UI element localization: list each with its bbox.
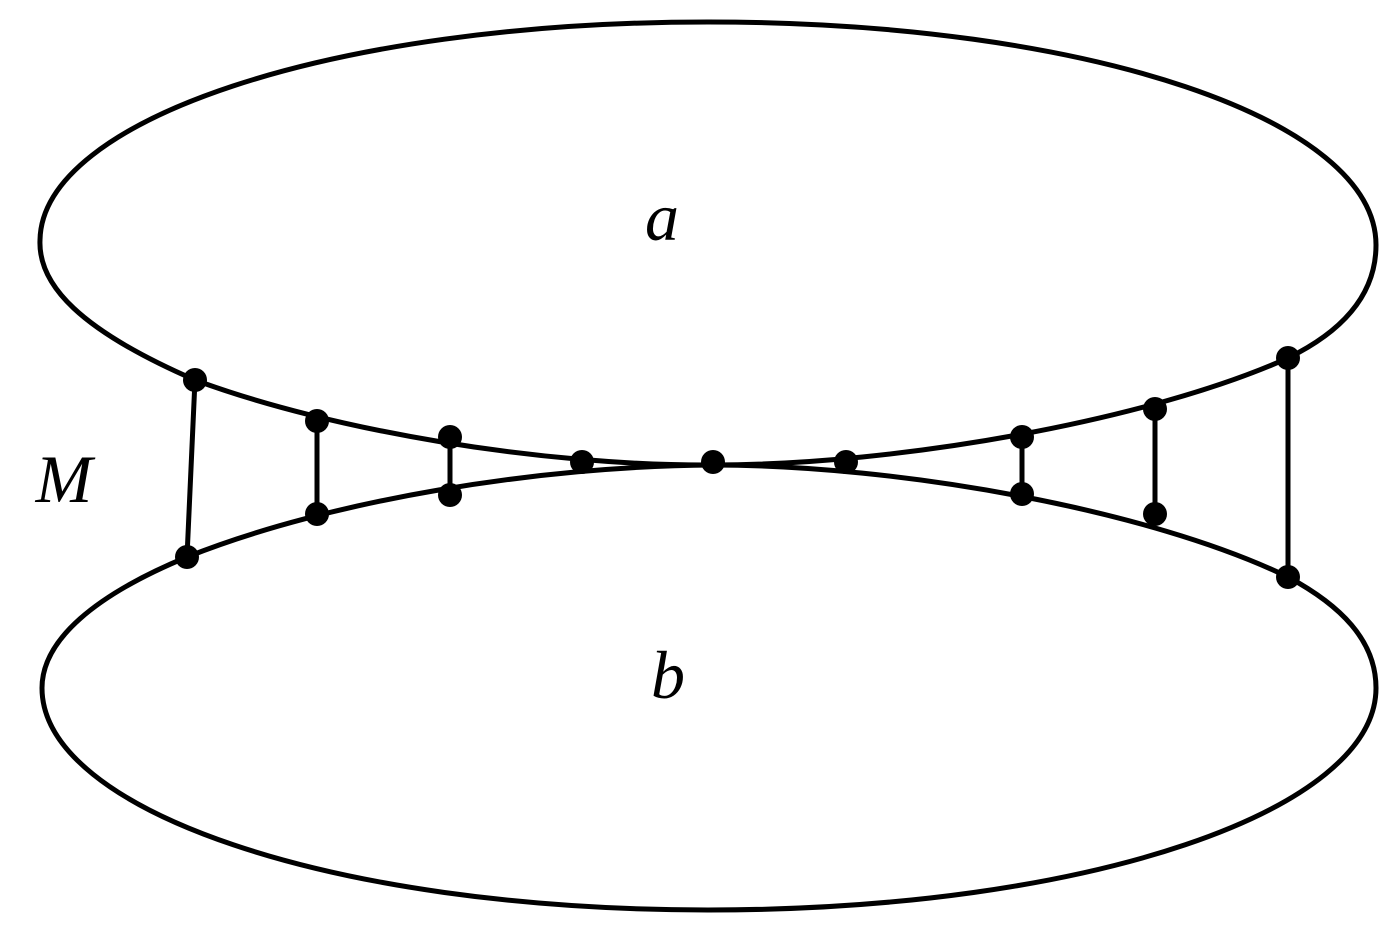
lower-vertex xyxy=(305,502,329,526)
upper-vertex xyxy=(1010,425,1034,449)
upper-curve-a xyxy=(37,19,1379,468)
lower-vertex xyxy=(1143,502,1167,526)
lower-vertex xyxy=(1276,565,1300,589)
shared-vertex xyxy=(701,450,725,474)
upper-vertex xyxy=(1276,346,1300,370)
upper-vertex xyxy=(183,368,207,392)
lower-vertices xyxy=(175,482,1300,589)
label-a: a xyxy=(645,179,679,255)
upper-vertex xyxy=(438,425,462,449)
upper-vertices xyxy=(183,346,1300,449)
shared-vertex xyxy=(834,450,858,474)
lower-vertex xyxy=(1010,482,1034,506)
upper-vertex xyxy=(1143,397,1167,421)
label-b: b xyxy=(651,637,685,713)
shared-vertices xyxy=(570,450,858,474)
lower-vertex xyxy=(175,545,199,569)
lower-curve-b xyxy=(39,462,1379,913)
upper-vertex xyxy=(305,409,329,433)
shared-vertex xyxy=(570,450,594,474)
lower-vertex xyxy=(438,483,462,507)
matching-edge xyxy=(184,377,198,560)
label-m: M xyxy=(35,441,96,517)
